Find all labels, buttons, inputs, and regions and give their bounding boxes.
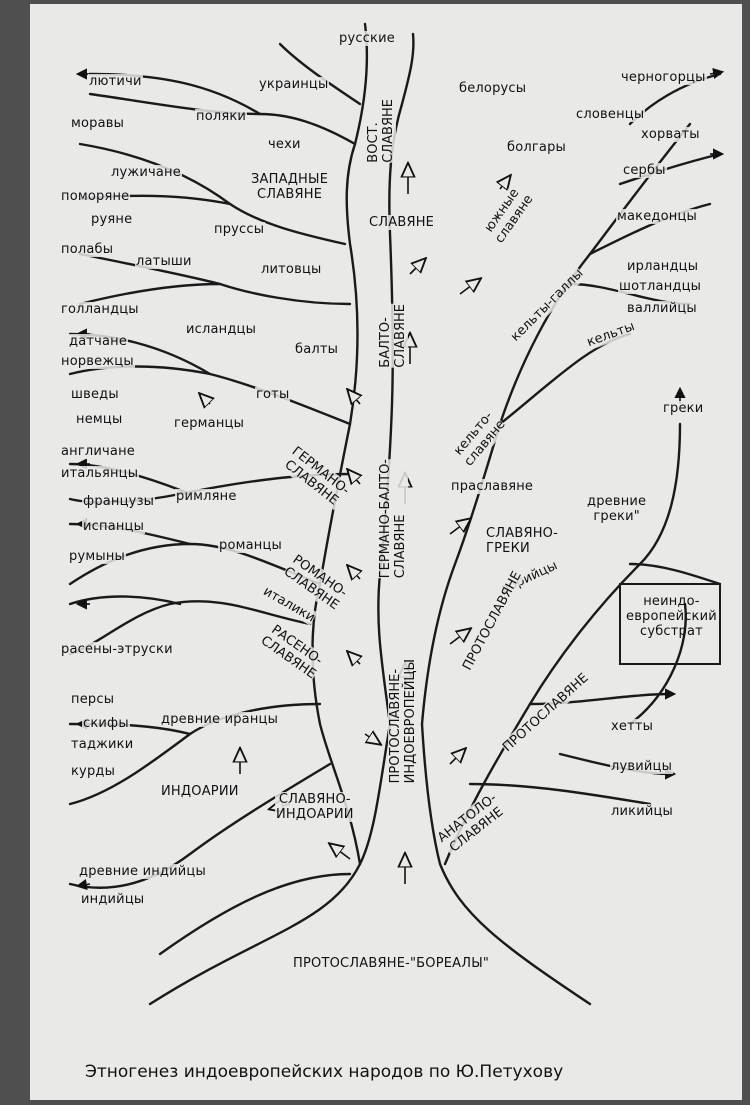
label-vost-slavyane: ВОСТ. СЛАВЯНЕ: [366, 99, 396, 163]
label-bolgary: болгары: [506, 140, 567, 155]
label-persy: персы: [70, 692, 115, 707]
label-balto-slavyane: БАЛТО- СЛАВЯНЕ: [378, 304, 408, 368]
label-rimlyane: римляне: [175, 489, 238, 504]
label-latyshi: латыши: [135, 254, 193, 269]
label-shotlandtsy: шотландцы: [618, 279, 702, 294]
label-germantsy: германцы: [173, 416, 245, 431]
label-polyaki: поляки: [195, 109, 247, 124]
label-polaby: полабы: [60, 242, 114, 257]
label-chernogortsy: черногорцы: [620, 70, 707, 85]
label-ispantsy: испанцы: [82, 519, 145, 534]
label-balty: балты: [294, 342, 339, 357]
label-prussy: пруссы: [213, 222, 265, 237]
label-serby: сербы: [622, 163, 667, 178]
label-italyantsy: итальянцы: [60, 466, 139, 481]
label-luzhichane: лужичане: [110, 165, 182, 180]
label-ukraintsy: украинцы: [258, 77, 329, 92]
label-slavyane: СЛАВЯНЕ: [368, 215, 435, 230]
label-lyutichi: лютичи: [88, 74, 143, 89]
label-kurdy: курды: [70, 764, 116, 779]
label-drevnie-greki: древние греки": [586, 494, 647, 524]
label-zapadnye-slavyane: ЗАПАДНЫЕ СЛАВЯНЕ: [250, 172, 329, 202]
label-neindoevropeyskiy-substrat: неиндо- европейский субстрат: [625, 594, 718, 639]
label-datchane: датчане: [68, 334, 128, 349]
label-valliytsy: валлийцы: [626, 301, 698, 316]
label-indiytsy: индийцы: [80, 892, 145, 907]
label-belorusy: белорусы: [458, 81, 527, 96]
label-slavyano-greki: СЛАВЯНО- ГРЕКИ: [485, 526, 559, 556]
label-khetty: хетты: [610, 719, 654, 734]
label-romantsy: романцы: [218, 538, 283, 553]
label-norvezhtsy: норвежцы: [60, 354, 135, 369]
label-moravy: моравы: [70, 116, 125, 131]
label-praslavyane: праславяне: [450, 479, 534, 494]
label-germano-balto-slavyane: ГЕРМАНО-БАЛТО- СЛАВЯНЕ: [378, 459, 408, 578]
label-indoarii: ИНДОАРИИ: [160, 784, 240, 799]
label-shvedy: шведы: [70, 387, 120, 402]
label-russkie: русские: [338, 31, 396, 46]
label-frantsuzy: французы: [82, 494, 155, 509]
label-pomoryane: поморяне: [60, 189, 130, 204]
label-likiytsy: ликийцы: [610, 804, 674, 819]
label-anglichane: англичане: [60, 444, 136, 459]
label-nemtsy: немцы: [75, 412, 123, 427]
label-drevnie-indiytsy: древние индийцы: [78, 864, 207, 879]
label-goty: готы: [255, 387, 290, 402]
label-luviytsy: лувийцы: [610, 759, 673, 774]
label-chekhi: чехи: [267, 137, 302, 152]
label-drevnie-irantsy: древние иранцы: [160, 712, 279, 727]
label-makedontsy: македонцы: [616, 209, 698, 224]
label-litovtsy: литовцы: [260, 262, 322, 277]
label-greki: греки: [662, 401, 704, 416]
label-khorvaty: хорваты: [640, 127, 701, 142]
figure-caption: Этногенез индоевропейских народов по Ю.П…: [85, 1062, 563, 1082]
label-ruyane: руяне: [90, 212, 133, 227]
label-irlandtsy: ирландцы: [626, 259, 699, 274]
label-sloventsy: словенцы: [575, 107, 645, 122]
label-raseny-etruski: расены-этруски: [60, 642, 174, 657]
label-protoslavyane-borealy: ПРОТОСЛАВЯНЕ-"БОРЕАЛЫ": [292, 956, 490, 971]
label-slavyano-indoarii: СЛАВЯНО- ИНДОАРИИ: [275, 792, 355, 822]
label-islandtsy: исландцы: [185, 322, 257, 337]
label-tadzhiki: таджики: [70, 737, 134, 752]
label-protoslavyane-indoevropeytsy: ПРОТОСЛАВЯНЕ- ИНДОЕВРОПЕЙЦЫ: [388, 659, 418, 783]
label-skify: скифы: [82, 716, 130, 731]
label-gollandtsy: голландцы: [60, 302, 140, 317]
label-rumyny: румыны: [68, 549, 126, 564]
scanned-page: лютичи моравы поляки чехи украинцы русск…: [30, 4, 742, 1100]
